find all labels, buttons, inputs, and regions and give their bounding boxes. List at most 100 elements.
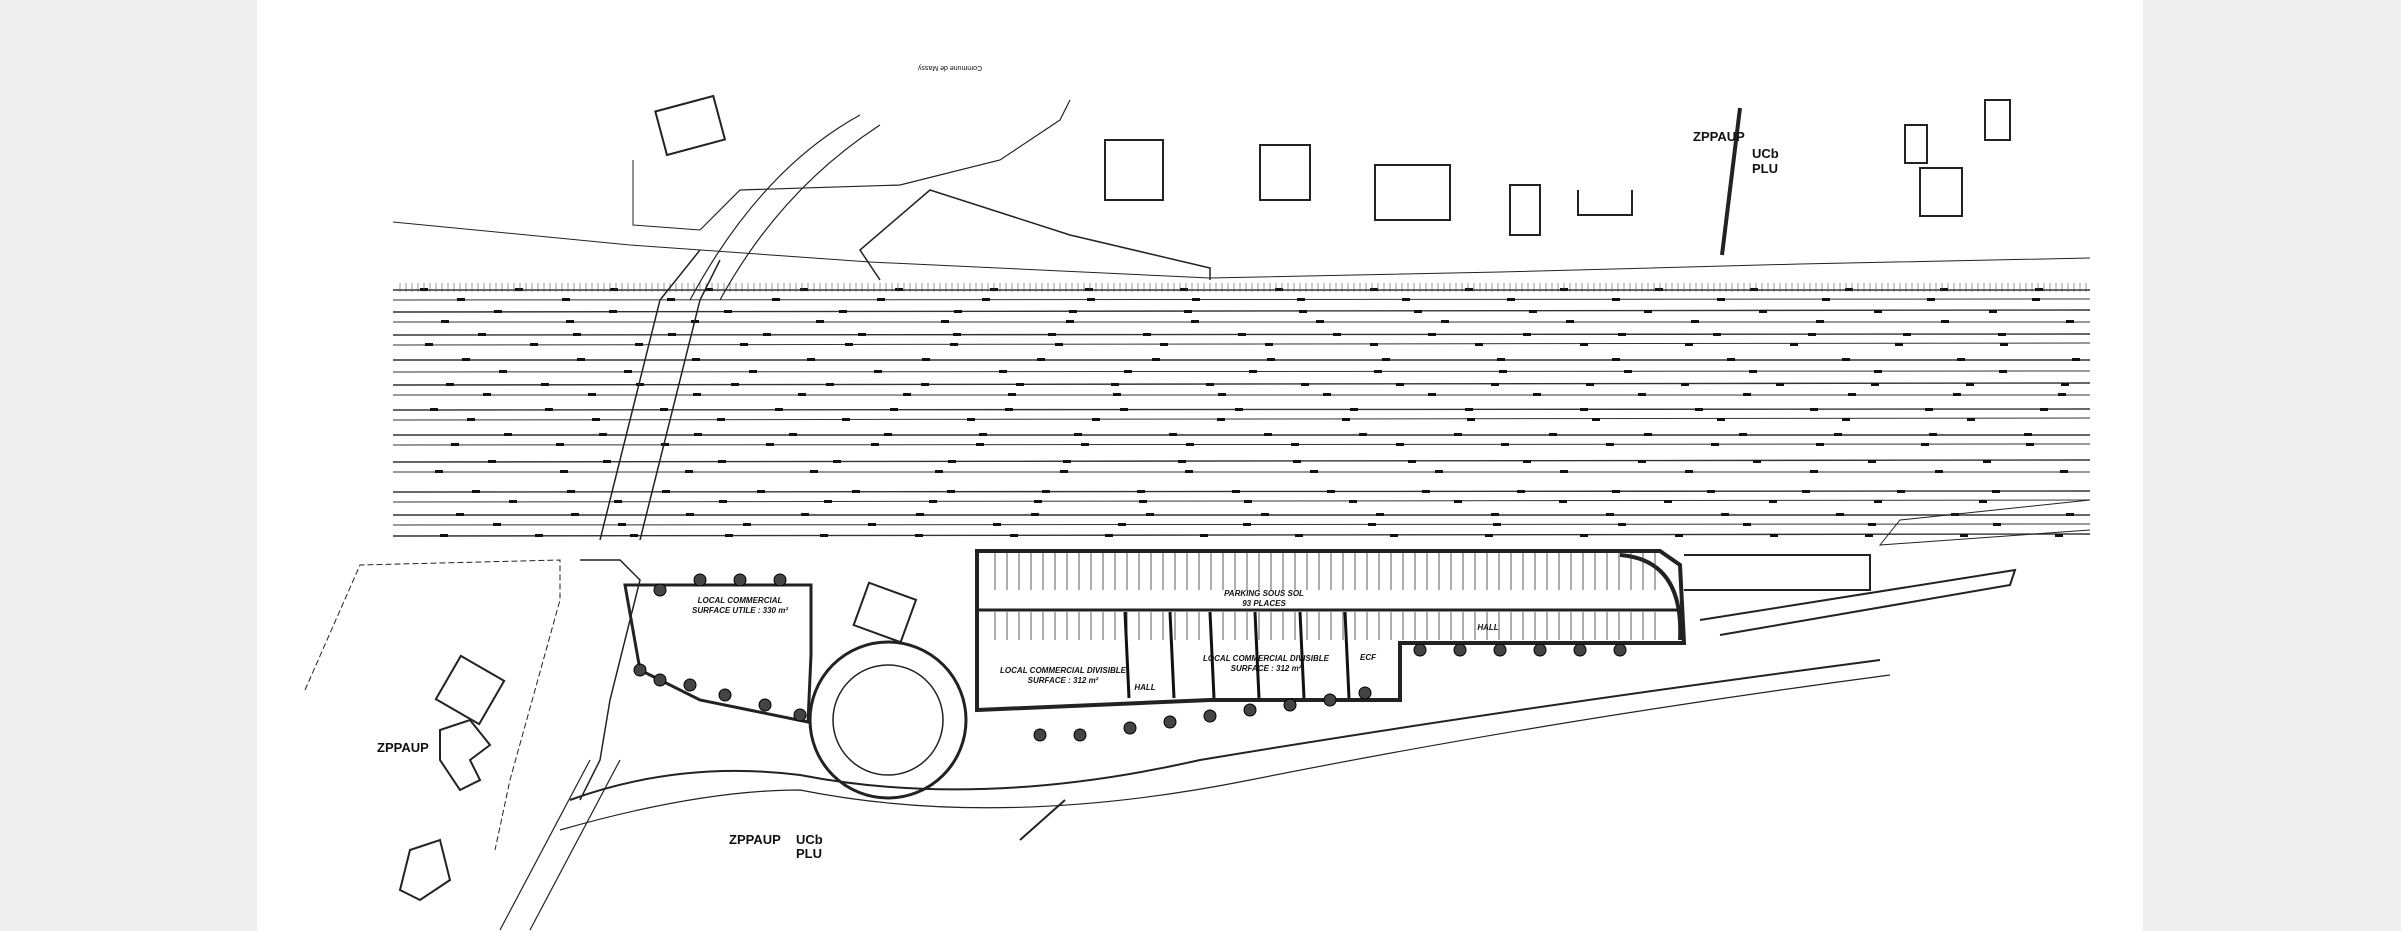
track-marker xyxy=(1501,443,1509,446)
track-marker xyxy=(1566,320,1574,323)
track-marker xyxy=(705,288,713,291)
track-marker xyxy=(573,333,581,336)
track-marker xyxy=(1999,370,2007,373)
track-marker xyxy=(1235,408,1243,411)
track-marker xyxy=(1111,383,1119,386)
track-marker xyxy=(1382,358,1390,361)
track-marker xyxy=(1925,408,1933,411)
track-marker xyxy=(1087,298,1095,301)
track-marker xyxy=(1180,288,1188,291)
track-marker xyxy=(1323,393,1331,396)
track-marker xyxy=(1146,513,1154,516)
partition-wall xyxy=(1123,611,1131,699)
track-marker xyxy=(1580,408,1588,411)
track-marker xyxy=(2035,288,2043,291)
track-marker xyxy=(845,343,853,346)
track-marker xyxy=(1960,534,1968,537)
track-marker xyxy=(2058,393,2066,396)
track-marker xyxy=(1967,418,1975,421)
track-marker xyxy=(614,500,622,503)
track-marker xyxy=(1586,383,1594,386)
track-marker xyxy=(1005,408,1013,411)
zone-label-plu-top: PLU xyxy=(1752,161,1778,176)
ecf-label: ECF xyxy=(1360,653,1377,662)
track-marker xyxy=(842,418,850,421)
track-marker xyxy=(1368,523,1376,526)
track-line xyxy=(392,443,2091,446)
track-marker xyxy=(435,470,443,473)
track-marker xyxy=(725,534,733,537)
track-marker xyxy=(1185,470,1193,473)
tree-symbol xyxy=(653,673,667,687)
track-marker xyxy=(1685,470,1693,473)
track-marker xyxy=(1580,534,1588,537)
track-marker xyxy=(1152,358,1160,361)
track-marker xyxy=(2032,298,2040,301)
track-marker xyxy=(1191,320,1199,323)
track-marker xyxy=(499,370,507,373)
track-marker xyxy=(1402,298,1410,301)
track-marker xyxy=(1376,513,1384,516)
track-marker xyxy=(430,408,438,411)
zone-label-zppaup-top: ZPPAUP xyxy=(1693,129,1745,144)
track-marker xyxy=(807,358,815,361)
tree-symbol xyxy=(1073,728,1087,742)
track-marker xyxy=(1927,298,1935,301)
track-marker xyxy=(1743,393,1751,396)
track-marker xyxy=(457,298,465,301)
track-line xyxy=(392,417,2091,421)
track-marker xyxy=(504,433,512,436)
track-marker xyxy=(1491,513,1499,516)
track-marker xyxy=(719,500,727,503)
track-marker xyxy=(599,433,607,436)
tree-symbol xyxy=(1533,643,1547,657)
track-marker xyxy=(1592,418,1600,421)
partition-wall xyxy=(1343,611,1351,699)
commercial-mid-surface: SURFACE : 312 m² xyxy=(1028,676,1099,685)
track-marker xyxy=(1874,500,1882,503)
parking-places: 93 PLACES xyxy=(1242,599,1286,608)
track-marker xyxy=(967,418,975,421)
track-marker xyxy=(1060,470,1068,473)
tree-symbol xyxy=(1123,721,1137,735)
track-marker xyxy=(915,534,923,537)
track-marker xyxy=(766,443,774,446)
track-marker xyxy=(478,333,486,336)
track-marker xyxy=(1685,343,1693,346)
track-marker xyxy=(441,320,449,323)
track-marker xyxy=(1333,333,1341,336)
track-marker xyxy=(1681,383,1689,386)
track-marker xyxy=(1465,408,1473,411)
track-marker xyxy=(661,443,669,446)
track-marker xyxy=(947,490,955,493)
track-marker xyxy=(871,443,879,446)
track-marker xyxy=(1261,513,1269,516)
track-marker xyxy=(1081,443,1089,446)
track-marker xyxy=(1529,310,1537,313)
track-marker xyxy=(1465,288,1473,291)
track-marker xyxy=(662,490,670,493)
track-marker xyxy=(1810,408,1818,411)
tree-symbol xyxy=(683,678,697,692)
track-marker xyxy=(1998,333,2006,336)
track-marker xyxy=(1124,370,1132,373)
track-marker xyxy=(916,513,924,516)
track-marker xyxy=(1327,490,1335,493)
track-marker xyxy=(1753,460,1761,463)
track-marker xyxy=(1655,288,1663,291)
track-marker xyxy=(731,383,739,386)
partition-wall xyxy=(1253,611,1261,699)
commercial-mid-title: LOCAL COMMERCIAL DIVISIBLE xyxy=(1000,666,1127,675)
track-marker xyxy=(976,443,984,446)
tree-symbol xyxy=(718,688,732,702)
track-marker xyxy=(757,490,765,493)
track-marker xyxy=(1940,288,1948,291)
tree-symbol xyxy=(733,573,747,587)
track-marker xyxy=(1186,443,1194,446)
track-marker xyxy=(1549,433,1557,436)
track-marker xyxy=(1957,358,1965,361)
track-marker xyxy=(895,288,903,291)
track-marker xyxy=(941,320,949,323)
tree-symbol xyxy=(1613,643,1627,657)
track-marker xyxy=(982,298,990,301)
